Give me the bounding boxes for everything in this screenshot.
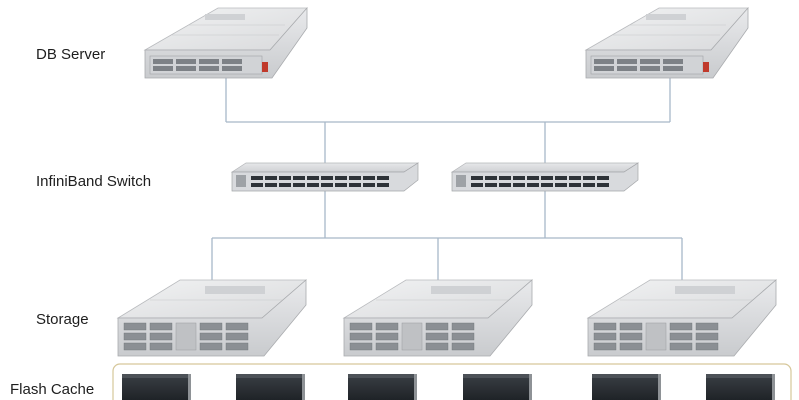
flash-card-6 bbox=[706, 374, 775, 400]
pcie-flash-card-icon bbox=[463, 374, 531, 400]
label-db-server: DB Server bbox=[36, 46, 106, 63]
db-server-right bbox=[584, 6, 749, 79]
label-infiniband-switch: InfiniBand Switch bbox=[36, 173, 152, 190]
flash-cache-box bbox=[112, 363, 792, 400]
flash-card-2 bbox=[236, 374, 305, 400]
connector-lines bbox=[211, 78, 683, 286]
flash-cards bbox=[122, 374, 775, 400]
label-storage: Storage bbox=[36, 311, 89, 328]
flash-card-1 bbox=[122, 374, 191, 400]
pcie-flash-card-icon bbox=[236, 374, 304, 400]
label-flash-cache: Flash Cache bbox=[10, 381, 95, 398]
storage-server-left bbox=[116, 279, 308, 357]
switch-right bbox=[450, 162, 640, 192]
pcie-flash-card-icon bbox=[592, 374, 660, 400]
storage-server-middle bbox=[342, 279, 534, 357]
storage-server-right bbox=[586, 279, 778, 357]
pcie-flash-card-icon bbox=[122, 374, 190, 400]
flash-card-5 bbox=[592, 374, 661, 400]
pcie-flash-card-icon bbox=[706, 374, 774, 400]
pcie-flash-card-icon bbox=[348, 374, 416, 400]
flash-card-4 bbox=[463, 374, 532, 400]
db-server-left bbox=[143, 6, 308, 79]
flash-card-3 bbox=[348, 374, 417, 400]
switch-left bbox=[230, 162, 420, 192]
